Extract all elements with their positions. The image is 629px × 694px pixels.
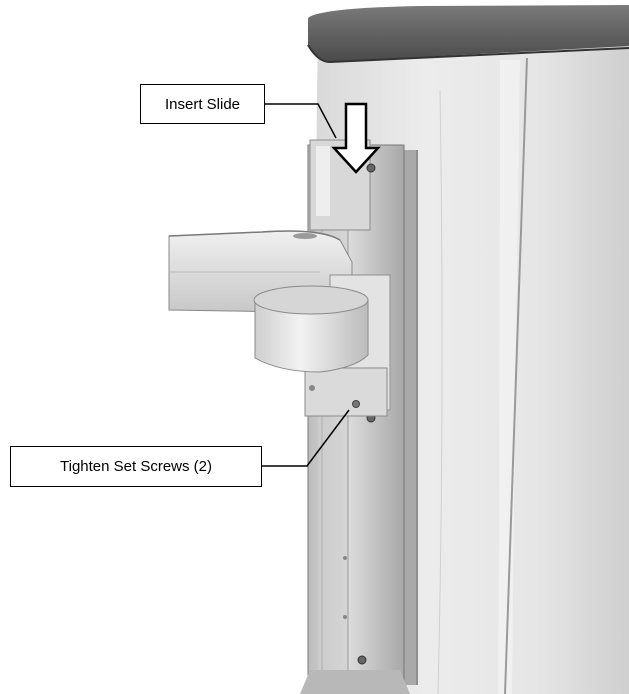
insert-slide-callout: Insert Slide <box>140 84 265 124</box>
down-arrow-icon <box>331 102 381 174</box>
monitor-arm <box>168 230 391 417</box>
column-cap <box>307 5 629 64</box>
callout-leaders <box>262 103 350 467</box>
rail-assembly <box>300 139 418 694</box>
tighten-set-screws-callout: Tighten Set Screws (2) <box>10 446 262 487</box>
